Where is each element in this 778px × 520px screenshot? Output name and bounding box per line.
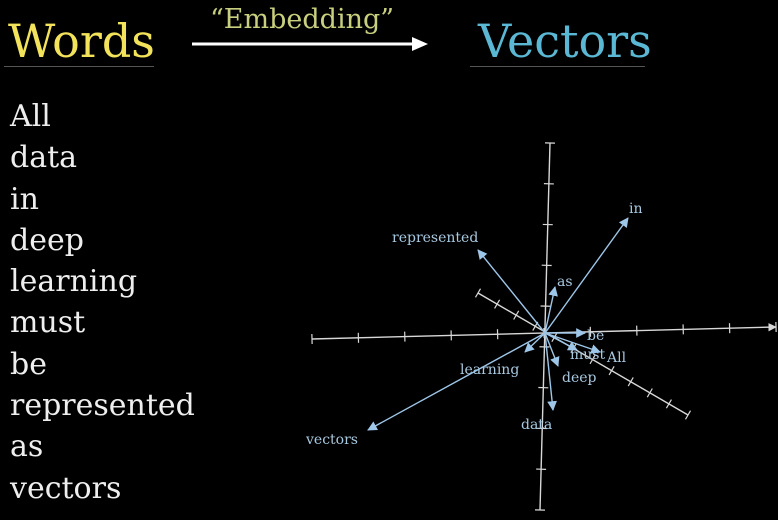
vector-arrow [367,332,546,431]
axis-tick [665,399,672,409]
vector-label: must [570,347,605,363]
vector-in: in [544,201,643,334]
vector-be: be [545,328,604,344]
vector-arrow [544,217,629,334]
vector-label: be [587,328,604,344]
embedding-label: “Embedding” [210,4,395,35]
axis-tick [494,299,501,309]
axis-tick [608,366,615,376]
vector-label: learning [460,362,519,378]
vector-arrow [477,249,546,334]
axis-tick [513,310,520,320]
vector-label: deep [562,370,597,386]
axis-tick [646,388,653,398]
vector-label: in [629,201,643,217]
vector-arrow [544,332,578,351]
axis-tick [474,288,482,298]
vector-arrow [544,332,560,367]
vector-arrow [544,332,601,354]
embedding-arrow-icon [192,37,428,51]
word-item: learning [10,264,138,300]
vectors-title: Vectors [478,14,652,68]
axis-vertical [539,142,551,511]
vector-all: All [544,332,627,366]
vector-represented: represented [392,230,546,334]
vector-as: as [544,274,573,334]
vector-arrow [544,286,558,334]
vector-label: represented [392,230,478,246]
vector-arrow [544,332,557,411]
vector-deep: deep [544,332,597,386]
word-item: data [10,140,78,176]
axis-tick [589,354,596,365]
vector-vectors: vectors [305,332,546,448]
word-item: must [10,305,86,341]
words-title-underline [4,66,154,67]
vector-label: vectors [305,432,358,448]
vector-learning: learning [460,332,546,378]
word-list: All data in deep learning must be repres… [10,96,195,509]
word-item: in [10,181,39,217]
coordinate-axes [311,142,777,511]
vector-arrow [524,332,546,353]
word-item: represented [10,388,195,424]
word-item: vectors [10,470,122,506]
axis-tick [627,377,634,387]
vector-data: data [521,332,557,433]
axis-depth [477,292,689,416]
word-item: All [10,99,51,134]
word-item: as [10,429,44,465]
axis-tick [684,410,692,420]
words-title: Words [8,14,155,68]
vector-label: All [606,350,627,366]
vector-label: data [521,417,552,433]
word-item: be [10,346,47,382]
vectors-title-underline [470,66,645,67]
vector-label: as [557,274,573,290]
word-item: deep [10,222,84,258]
